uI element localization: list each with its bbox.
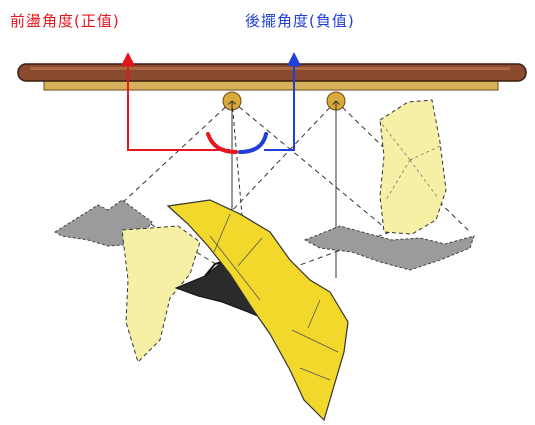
pale-bat-left bbox=[121, 225, 201, 363]
wooden-rod bbox=[17, 63, 527, 82]
backward-angle-indicator bbox=[238, 52, 301, 154]
backward-swing-angle-label: 後擺角度(負值) bbox=[245, 12, 355, 30]
shadow-bat-right bbox=[303, 225, 475, 271]
hanging-rod bbox=[17, 63, 527, 91]
backward-angle-arc bbox=[238, 132, 268, 154]
bright-bat bbox=[166, 199, 349, 422]
forward-angle-arc bbox=[206, 132, 238, 154]
pale-bat-right bbox=[379, 99, 447, 235]
forward-swing-angle-label: 前盪角度(正值) bbox=[10, 12, 120, 30]
forward-angle-indicator bbox=[121, 52, 238, 154]
